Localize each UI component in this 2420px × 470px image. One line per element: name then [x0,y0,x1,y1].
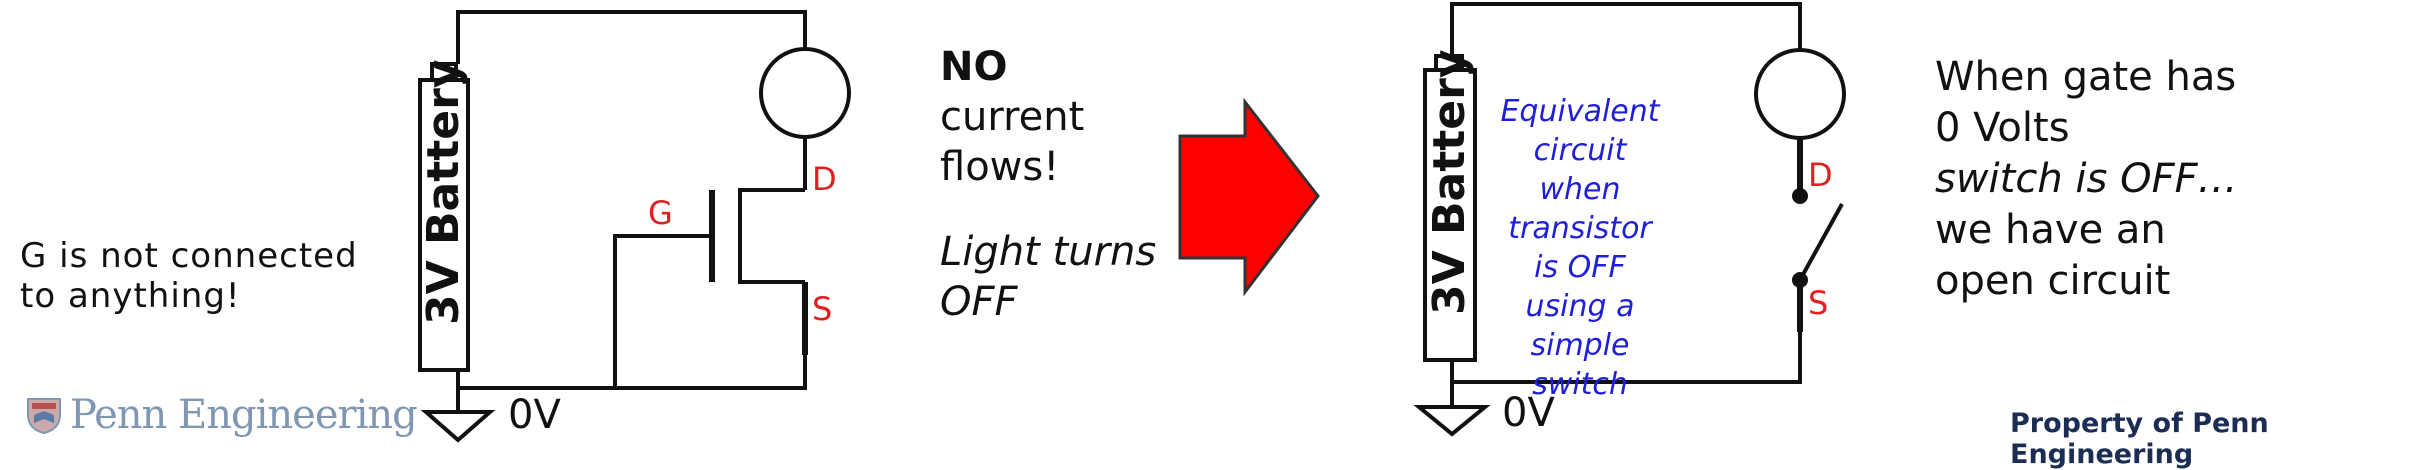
message-switch-line3: switch is OFF… [1935,156,2238,202]
left-mosfet-channel [738,188,805,284]
right-battery-body [1423,68,1477,362]
arrow-icon [1178,97,1320,297]
equivalent-note-line5: using a simple [1525,289,1635,363]
left-battery-label: 3V Battery [418,59,469,325]
property-text: Property of Penn Engineering [2010,408,2269,470]
right-switch-contact-top [1792,188,1808,204]
message-off-line1: NO [940,44,1008,90]
message-switch: When gate has 0 Volts switch is OFF… we … [1935,52,2238,307]
left-battery-body [418,78,470,372]
message-off: NO current flows! Light turns OFF [940,42,1156,327]
message-off-line5: OFF [940,279,1018,325]
equivalent-note-line1: Equivalent [1500,94,1660,129]
right-ground-icon [1413,405,1491,437]
message-switch-line5: open circuit [1935,258,2171,304]
message-switch-line4: we have an [1935,207,2166,253]
left-ground-label: 0V [508,392,561,438]
left-top-wire [456,10,807,64]
left-ground-icon [420,410,496,443]
left-lamp [759,47,851,139]
left-note-line1: G is not connected [20,236,358,276]
right-battery-terminal [1434,54,1464,72]
equivalent-note-line6: switch [1532,367,1628,402]
left-note: G is not connected to anything! [20,236,358,316]
right-circuit [1413,2,1846,437]
left-gate-label: G [648,194,673,232]
left-circuit [418,10,851,443]
left-note-line2: to anything! [20,276,241,316]
right-source-label: S [1808,284,1829,322]
circuit-diagram [418,2,1846,443]
message-off-line2: current [940,94,1085,140]
message-off-line3: flows! [940,144,1060,190]
left-gate-wire [613,234,712,388]
left-bottom-wire [456,355,807,390]
right-lamp [1754,48,1846,140]
equivalent-note: Equivalent circuit when transistor is OF… [1480,92,1680,404]
equivalent-note-line2: circuit [1533,133,1627,168]
right-drain-label: D [1808,156,1833,194]
penn-engineering-logo: Penn Engineering [24,392,418,438]
equivalent-note-line3: when transistor [1508,172,1652,246]
right-top-wire [1450,2,1802,56]
right-ground-label: 0V [1502,390,1555,436]
left-drain-label: D [812,160,837,198]
message-switch-line1: When gate has [1935,54,2237,100]
equivalent-note-line4: is OFF [1534,250,1626,285]
shield-icon [27,398,61,435]
right-switch-lever [1798,203,1844,281]
left-source-label: S [812,290,833,328]
message-off-line4: Light turns [940,229,1157,275]
left-battery-terminal [430,62,458,82]
right-bottom-wire [1450,332,1802,384]
right-battery-label: 3V Battery [1424,49,1475,315]
message-switch-line2: 0 Volts [1935,105,2070,151]
logo-text: Penn Engineering [70,392,418,438]
